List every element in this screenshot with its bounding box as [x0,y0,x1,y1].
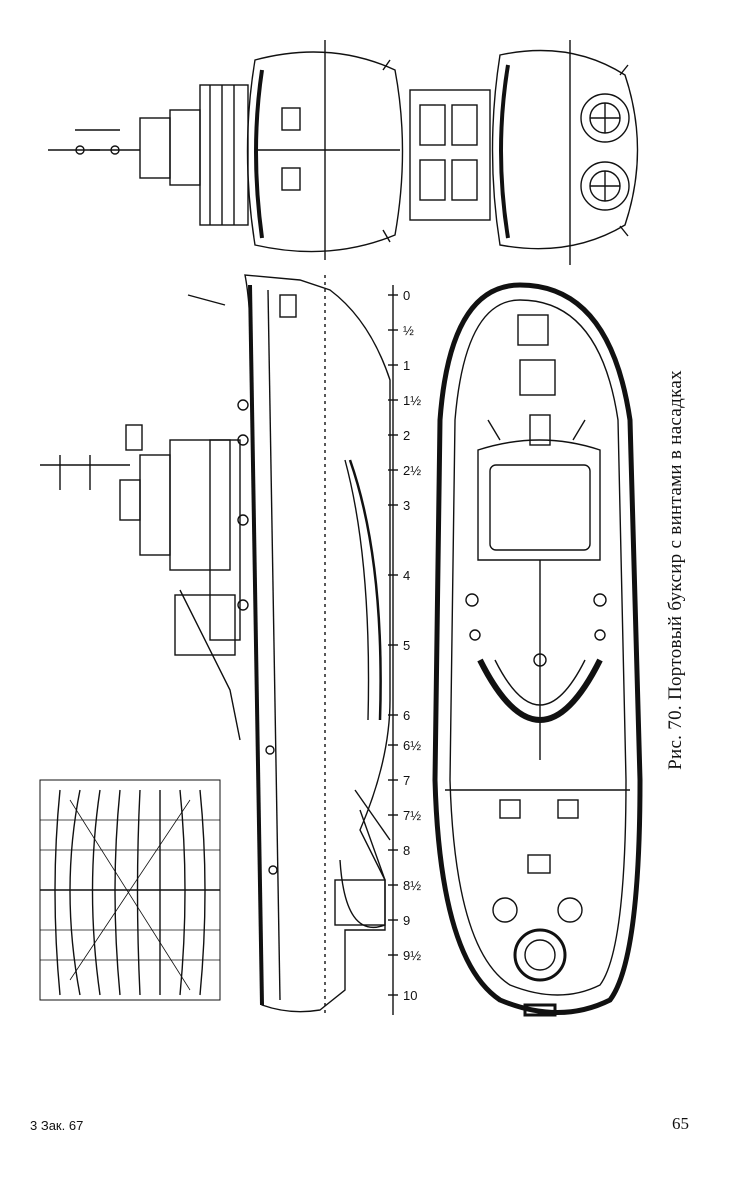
frame-label: 6½ [403,738,421,753]
frame-label: 5 [403,638,410,653]
page-number: 65 [672,1114,689,1133]
side-profile [40,274,391,1015]
body-plan [39,779,221,1001]
frame-label: 9 [403,913,410,928]
frame-label: 6 [403,708,410,723]
frame-label: 2 [403,428,410,443]
print-note: 3 Зак. 67 [30,1118,84,1133]
frame-label: 8 [403,843,410,858]
frame-label: 9½ [403,948,421,963]
frame-label: 7½ [403,808,421,823]
figure-caption: Рис. 70. Портовый буксир с винтами в нас… [665,370,686,770]
frame-label: 8½ [403,878,421,893]
frame-labels: 0 ½ 1 1½ 2 2½ 3 4 5 6 6½ 7 7½ 8 8½ 9 9½ … [403,288,421,1003]
frame-scale [388,285,398,1015]
frame-label: ½ [403,323,414,338]
frame-label: 3 [403,498,410,513]
frame-label: 4 [403,568,410,583]
frame-label: 7 [403,773,410,788]
end-view-stern [48,40,404,260]
end-view-bow [409,40,639,265]
frame-label: 1 [403,358,410,373]
frame-label: 1½ [403,393,421,408]
frame-label: 10 [403,988,417,1003]
frame-label: 0 [403,288,410,303]
frame-label: 2½ [403,463,421,478]
deck-plan [432,282,643,1017]
